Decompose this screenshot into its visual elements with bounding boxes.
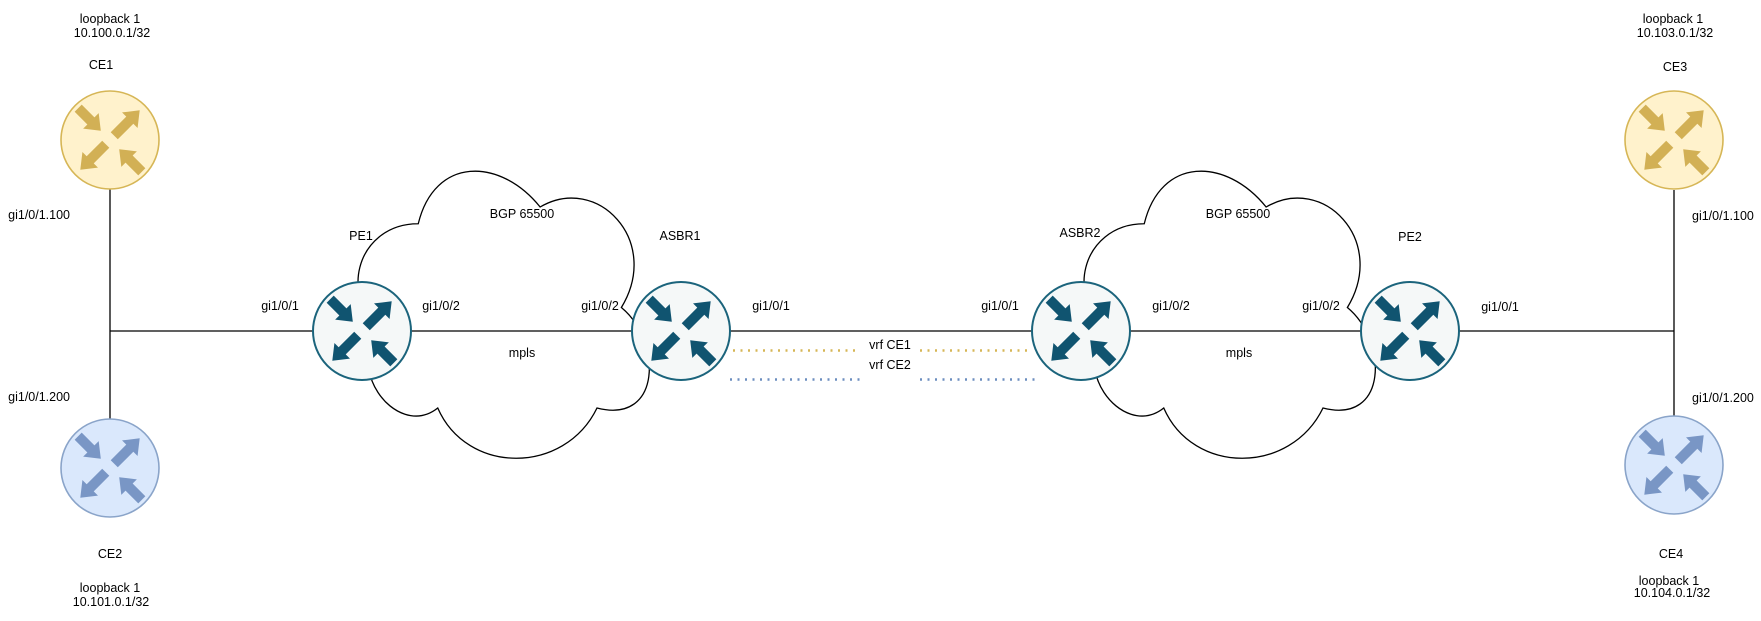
pe2-access-interface-label: gi1/0/1: [1481, 300, 1519, 314]
router-asbr2-body[interactable]: [1031, 281, 1131, 381]
asbr2-label: ASBR2: [1060, 226, 1101, 240]
router-ce1[interactable]: [60, 90, 160, 190]
asbr2-interas-interface-label: gi1/0/1: [981, 299, 1019, 313]
router-asbr1-body[interactable]: [631, 281, 731, 381]
ce3-subinterface-label: gi1/0/1.100: [1692, 209, 1754, 223]
ce3-label: CE3: [1663, 60, 1687, 74]
asbr1-label: ASBR1: [660, 229, 701, 243]
links: [109, 189, 1675, 419]
ce2-loopback-name: loopback 1: [80, 581, 141, 595]
ce4-loopback-ip: 10.104.0.1/32: [1634, 586, 1711, 600]
router-ce2-body[interactable]: [60, 418, 160, 518]
ce2-loopback-ip: 10.101.0.1/32: [73, 595, 150, 609]
router-ce2[interactable]: [60, 418, 160, 518]
cloud-left-mpls-label: mpls: [509, 346, 535, 360]
ce1-loopback-ip: 10.100.0.1/32: [74, 26, 151, 40]
pe1-access-interface-label: gi1/0/1: [261, 299, 299, 313]
cloud-right-mpls-label: mpls: [1226, 346, 1252, 360]
pe1-core-interface-label: gi1/0/2: [422, 299, 460, 313]
router-asbr2[interactable]: [1031, 281, 1131, 381]
ce4-loopback-name: loopback 1: [1639, 574, 1700, 588]
asbr1-interas-interface-label: gi1/0/1: [752, 299, 790, 313]
cloud-right-bgp-label: BGP 65500: [1206, 207, 1270, 221]
ce1-subinterface-label: gi1/0/1.100: [8, 208, 70, 222]
ce2-subinterface-label: gi1/0/1.200: [8, 390, 70, 404]
router-pe1-body[interactable]: [312, 281, 412, 381]
router-ce4[interactable]: [1624, 415, 1724, 515]
ce3-loopback-name: loopback 1: [1643, 12, 1704, 26]
asbr1-core-interface-label: gi1/0/2: [581, 299, 619, 313]
router-ce3[interactable]: [1624, 90, 1724, 190]
vrf-ce1-label: vrf CE1: [869, 338, 911, 352]
cloud-left-bgp-label: BGP 65500: [490, 207, 554, 221]
router-pe2[interactable]: [1360, 281, 1460, 381]
pe1-label: PE1: [349, 229, 373, 243]
ce3-loopback-ip: 10.103.0.1/32: [1637, 26, 1714, 40]
router-asbr1[interactable]: [631, 281, 731, 381]
ce4-subinterface-label: gi1/0/1.200: [1692, 391, 1754, 405]
ce4-label: CE4: [1659, 547, 1683, 561]
pe2-label: PE2: [1398, 230, 1422, 244]
router-pe2-body[interactable]: [1360, 281, 1460, 381]
ce1-loopback-name: loopback 1: [80, 12, 141, 26]
asbr2-core-interface-label: gi1/0/2: [1152, 299, 1190, 313]
ce1-label: CE1: [89, 58, 113, 72]
router-ce3-body[interactable]: [1624, 90, 1724, 190]
router-ce1-body[interactable]: [60, 90, 160, 190]
ce2-label: CE2: [98, 547, 122, 561]
pe2-core-interface-label: gi1/0/2: [1302, 299, 1340, 313]
router-pe1[interactable]: [312, 281, 412, 381]
vrf-ce2-label: vrf CE2: [869, 358, 911, 372]
router-ce4-body[interactable]: [1624, 415, 1724, 515]
